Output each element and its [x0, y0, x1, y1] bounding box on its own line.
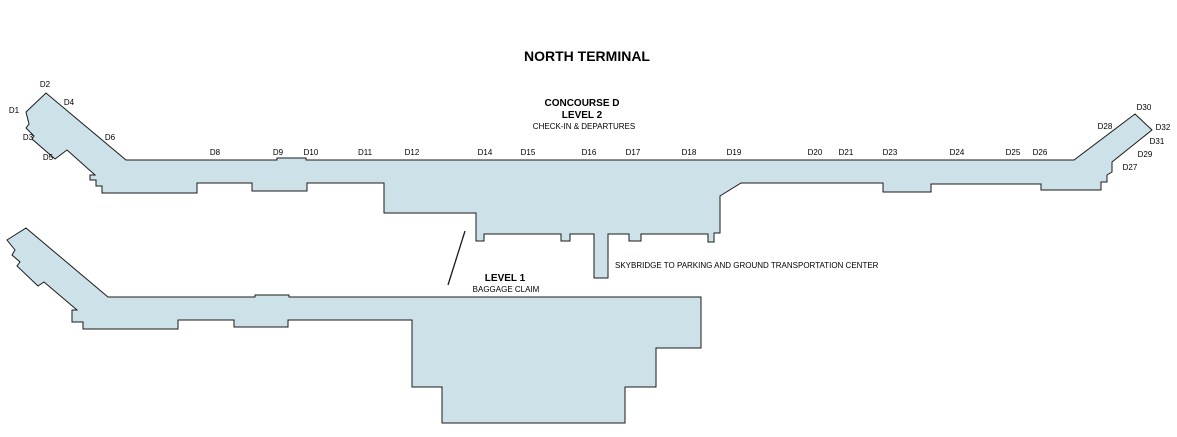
gate-label: D5 — [43, 153, 54, 162]
gate-label: D20 — [808, 148, 823, 157]
gate-label: D23 — [883, 148, 898, 157]
gate-label: D16 — [582, 148, 597, 157]
gate-label: D17 — [626, 148, 641, 157]
gate-label: D11 — [358, 148, 373, 157]
gate-label: D32 — [1156, 123, 1171, 132]
concourse-d-level-2-footprint — [25, 92, 1153, 279]
gate-label: D9 — [273, 148, 284, 157]
gate-label: D4 — [64, 98, 75, 107]
level-2-label: LEVEL 2 — [562, 110, 603, 121]
gate-label: D6 — [105, 133, 116, 142]
gate-label: D29 — [1138, 150, 1153, 159]
level-1-subtitle: BAGGAGE CLAIM — [473, 285, 540, 294]
level-1-label: LEVEL 1 — [485, 273, 526, 284]
gate-label: D31 — [1150, 137, 1165, 146]
gate-label: D3 — [23, 133, 34, 142]
level-1-baggage-claim-footprint — [6, 227, 702, 424]
gate-label: D28 — [1098, 122, 1113, 131]
concourse-name: CONCOURSE D — [544, 98, 619, 109]
gate-label: D24 — [950, 148, 965, 157]
gate-label: D21 — [839, 148, 854, 157]
level-2-subtitle: CHECK-IN & DEPARTURES — [533, 122, 635, 131]
gate-label: D8 — [210, 148, 221, 157]
gate-label: D18 — [682, 148, 697, 157]
gate-label: D2 — [40, 80, 51, 89]
gate-label: D15 — [521, 148, 536, 157]
gate-label: D30 — [1137, 103, 1152, 112]
gate-label: D14 — [478, 148, 493, 157]
gate-label: D12 — [405, 148, 420, 157]
skybridge-label: SKYBRIDGE TO PARKING AND GROUND TRANSPOR… — [615, 261, 879, 270]
gate-label: D19 — [727, 148, 742, 157]
gate-label: D26 — [1033, 148, 1048, 157]
gate-label: D1 — [9, 106, 20, 115]
map-title: NORTH TERMINAL — [524, 48, 650, 64]
gate-label: D10 — [304, 148, 319, 157]
level-connector-line — [447, 230, 466, 286]
gate-label: D25 — [1006, 148, 1021, 157]
gate-label: D27 — [1123, 163, 1138, 172]
